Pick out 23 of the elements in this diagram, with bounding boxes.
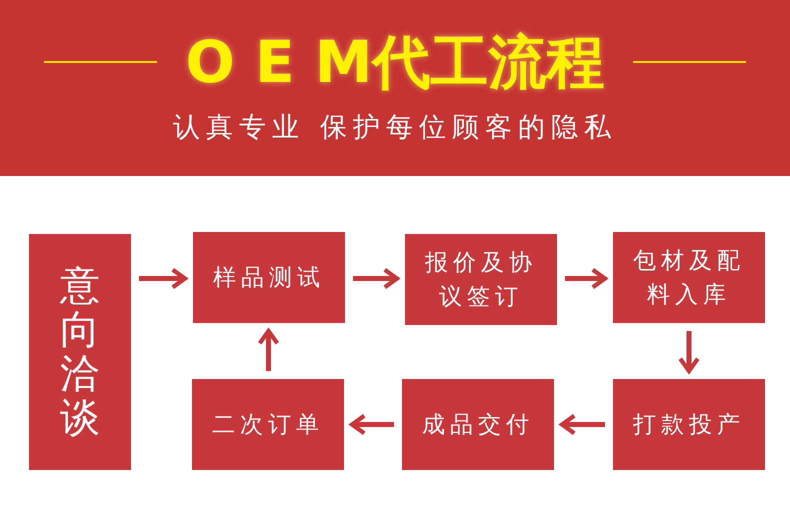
arrow bbox=[258, 328, 280, 371]
process-box bbox=[613, 232, 765, 323]
step-label: 报价及协议签订 bbox=[424, 248, 538, 312]
title: O E M代工流程 bbox=[184, 27, 606, 98]
arrow bbox=[560, 414, 605, 436]
process-box bbox=[405, 234, 557, 325]
subtitle: 认真专业 保护每位顾客的隐私 bbox=[172, 111, 618, 145]
step-label: 二次订单 bbox=[212, 410, 324, 440]
step-label: 样品测试 bbox=[213, 264, 325, 292]
process-box bbox=[613, 379, 765, 470]
arrow bbox=[139, 268, 188, 290]
process-box bbox=[193, 232, 345, 323]
step-label: 意向洽谈 bbox=[60, 264, 100, 440]
process-box bbox=[29, 234, 131, 470]
step-label: 打款投产 bbox=[633, 410, 745, 440]
step-label: 成品交付 bbox=[422, 410, 534, 440]
arrow bbox=[565, 268, 608, 290]
arrow bbox=[353, 268, 400, 290]
arrow bbox=[678, 331, 700, 374]
process-box bbox=[192, 379, 344, 470]
process-box bbox=[402, 379, 554, 470]
step-label: 包材及配料入库 bbox=[632, 246, 746, 310]
arrow bbox=[350, 414, 394, 436]
